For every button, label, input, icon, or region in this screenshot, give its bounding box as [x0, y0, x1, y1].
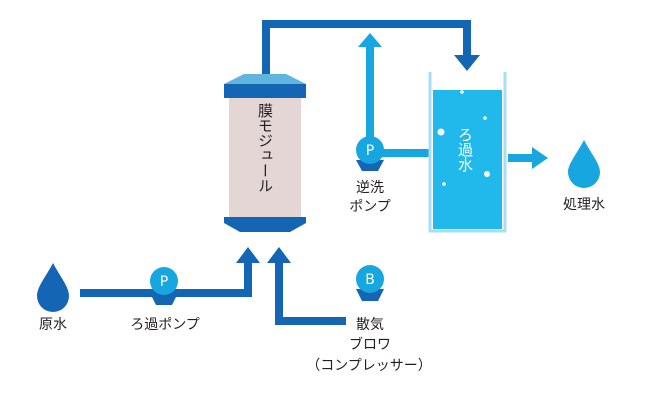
blower-label-3: （コンプレッサー） [306, 358, 432, 374]
backwash-pump-label-2: ポンプ [349, 199, 391, 215]
blower-label-2: ブロワ [349, 337, 391, 353]
filtration-pump: P [150, 267, 178, 305]
air-blower: B [356, 265, 384, 301]
backwash-pump: P [356, 136, 384, 171]
backwash-pump-letter: P [366, 143, 374, 159]
filtered-water-tank [428, 72, 507, 233]
filtered-water-label: ろ過水 [456, 127, 474, 172]
raw-water-label: 原水 [39, 317, 67, 333]
raw-water-drop-icon [37, 263, 69, 312]
filtration-pump-letter: P [160, 274, 168, 290]
filtration-pump-label: ろ過ポンプ [130, 317, 200, 333]
permeate-pipe [262, 20, 480, 74]
backwash-pump-label-1: 逆洗 [356, 180, 384, 196]
backwash-pipe [358, 33, 431, 157]
membrane-module-label: 膜モジュール [256, 103, 274, 193]
blower-label-1: 散気 [356, 317, 384, 333]
blower-letter: B [365, 272, 375, 288]
treated-water-label: 処理水 [563, 197, 605, 213]
treated-water-drop-icon [568, 140, 600, 188]
air-pipe [267, 247, 346, 325]
membrane-module [224, 74, 306, 232]
outflow-arrow [508, 147, 548, 169]
